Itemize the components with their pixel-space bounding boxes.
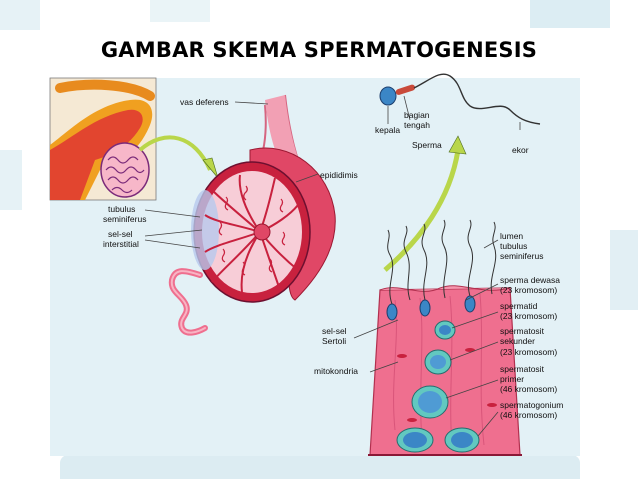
label-primer: primer [500, 374, 524, 384]
primary-spermatocyte-nucleus [418, 391, 442, 413]
label-spermatid-kromosom: (23 kromosom) [500, 311, 557, 321]
spermatid-nucleus [439, 325, 451, 335]
secondary-spermatocyte-nucleus [430, 355, 446, 369]
label-ekor: ekor [512, 145, 529, 155]
label-mitokondria: mitokondria [314, 366, 358, 376]
label-sekunder-kromosom: (23 kromosom) [500, 347, 557, 357]
spermatogonium-nucleus-2 [451, 432, 473, 448]
label-spermatogonium-kromosom: (46 kromosom) [500, 410, 557, 420]
label-primer-kromosom: (46 kromosom) [500, 384, 557, 394]
label-bagian: bagian [404, 110, 430, 120]
rete-testis [254, 224, 270, 240]
sperm-head [380, 87, 396, 105]
label-lumen-tubulus: tubulus [500, 241, 527, 251]
label-vas-deferens: vas deferens [180, 97, 229, 107]
label-sertoli-2: Sertoli [322, 336, 346, 346]
label-tubulus: tubulus [108, 204, 135, 214]
page-title: GAMBAR SKEMA SPERMATOGENESIS [0, 38, 638, 62]
label-sel-sel: sel-sel [108, 229, 133, 239]
inset-testis [101, 143, 149, 197]
label-spermatogonium: spermatogonium [500, 400, 563, 410]
label-lumen: lumen [500, 231, 523, 241]
label-spermatosit-sekunder: spermatosit [500, 326, 544, 336]
label-spermatosit-primer: spermatosit [500, 364, 544, 374]
testis-tunica [191, 190, 219, 270]
label-sertoli-1: sel-sel [322, 326, 347, 336]
label-seminiferus: seminiferus [103, 214, 146, 224]
label-lumen-seminiferus: seminiferus [500, 251, 543, 261]
label-sperma-dewasa: sperma dewasa [500, 275, 560, 285]
label-spermatid: spermatid [500, 301, 537, 311]
label-sperma-dewasa-kromosom: (23 kromosom) [500, 285, 557, 295]
label-interstitial: interstitial [103, 239, 139, 249]
label-kepala: kepala [375, 125, 400, 135]
label-sperma: Sperma [412, 140, 442, 150]
label-sekunder: sekunder [500, 336, 535, 346]
spermatogonium-nucleus-1 [403, 432, 427, 448]
mature-sperm-head-2 [420, 300, 430, 316]
label-tengah: tengah [404, 120, 430, 130]
mature-sperm-head-1 [387, 304, 397, 320]
label-epididimis: epididimis [320, 170, 358, 180]
